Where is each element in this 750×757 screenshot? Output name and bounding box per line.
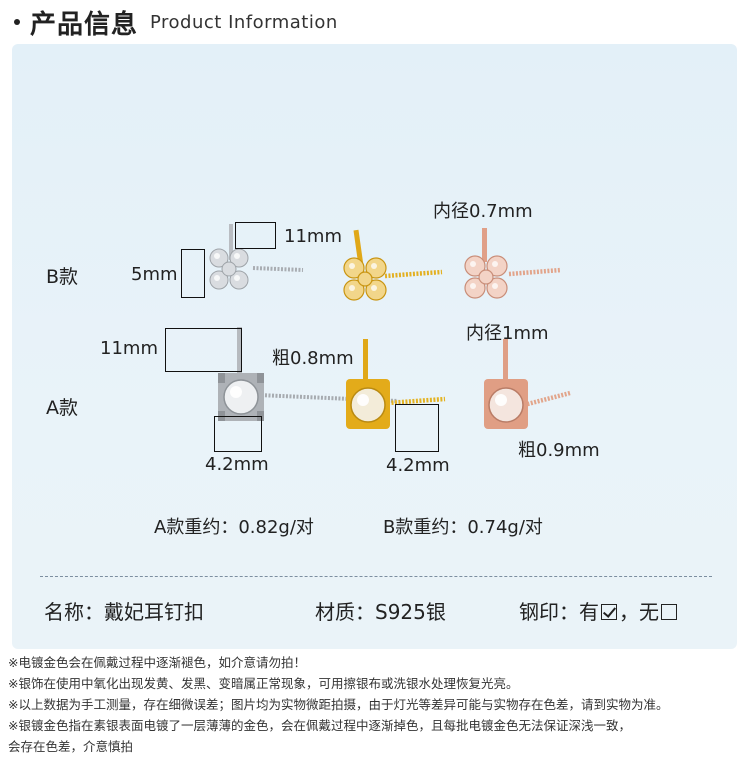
- a-inner-diameter-label: 内径1mm: [466, 323, 549, 344]
- gold-solitaire-stud: [346, 339, 446, 429]
- bullet-dot: [14, 19, 20, 25]
- silver-flower-stud: [209, 224, 304, 290]
- b-height-label: 11mm: [284, 226, 342, 247]
- silver-solitaire-stud: [218, 327, 399, 421]
- b-height-measure-box: [235, 222, 276, 249]
- stamp-yes-checkbox: [601, 604, 617, 620]
- stamp-no-label: ，无: [619, 600, 659, 624]
- variant-a-label: A款: [46, 397, 78, 419]
- a-height-measure-box: [165, 328, 242, 372]
- product-material: 材质：S925银: [315, 600, 446, 624]
- stamp-no-checkbox: [661, 604, 677, 620]
- stamp-info: 钢印：有 ，无: [519, 596, 679, 625]
- section-title: 产品信息: [30, 10, 139, 40]
- a-right-thickness-label: 粗0.9mm: [518, 440, 600, 461]
- a-mid-width-measure-box: [395, 404, 439, 452]
- note-line: ※银镀金色指在素银表面电镀了一层薄薄的金色，会在佩戴过程中逐渐掉色，且每批电镀金…: [8, 718, 631, 733]
- rose-gold-solitaire-stud: [484, 339, 571, 429]
- variant-b-label: B款: [46, 266, 79, 288]
- note-line: ※银饰在使用中氧化出现发黄、发黑、变暗属正常现象，可用擦银布或洗银水处理恢复光亮…: [8, 676, 519, 691]
- stamp-label: 钢印：有: [519, 600, 599, 624]
- gold-flower-stud: [343, 229, 443, 301]
- a-mid-width-label: 4.2mm: [386, 455, 450, 476]
- note-line: 会存在色差，介意慎拍: [8, 739, 134, 754]
- section-header: 产品信息 Product Information: [0, 0, 750, 44]
- note-line: ※电镀金色会在佩戴过程中逐渐褪色，如介意请勿拍！: [8, 655, 306, 670]
- a-thickness-label: 粗0.8mm: [272, 348, 354, 369]
- b-weight-text: B款重约：0.74g/对: [383, 517, 543, 538]
- b-width-measure-box: [181, 249, 205, 298]
- section-subtitle: Product Information: [150, 12, 338, 33]
- product-name: 名称：戴妃耳钉扣: [44, 600, 204, 624]
- a-height-label: 11mm: [100, 338, 158, 359]
- a-left-width-label: 4.2mm: [205, 454, 269, 475]
- b-inner-diameter-label: 内径0.7mm: [433, 201, 533, 222]
- dashed-divider: [40, 576, 712, 577]
- product-photo-card: [12, 44, 737, 649]
- notes-block: ※电镀金色会在佩戴过程中逐渐褪色，如介意请勿拍！ ※银饰在使用中氧化出现发黄、发…: [8, 652, 746, 757]
- a-weight-text: A款重约：0.82g/对: [154, 517, 314, 538]
- b-width-label: 5mm: [131, 264, 178, 285]
- a-left-width-measure-box: [214, 416, 262, 452]
- note-line: ※以上数据为手工测量，存在细微误差；图片均为实物微距拍摄，由于灯光等差异可能与实…: [8, 697, 669, 712]
- rose-gold-flower-stud: [464, 228, 562, 299]
